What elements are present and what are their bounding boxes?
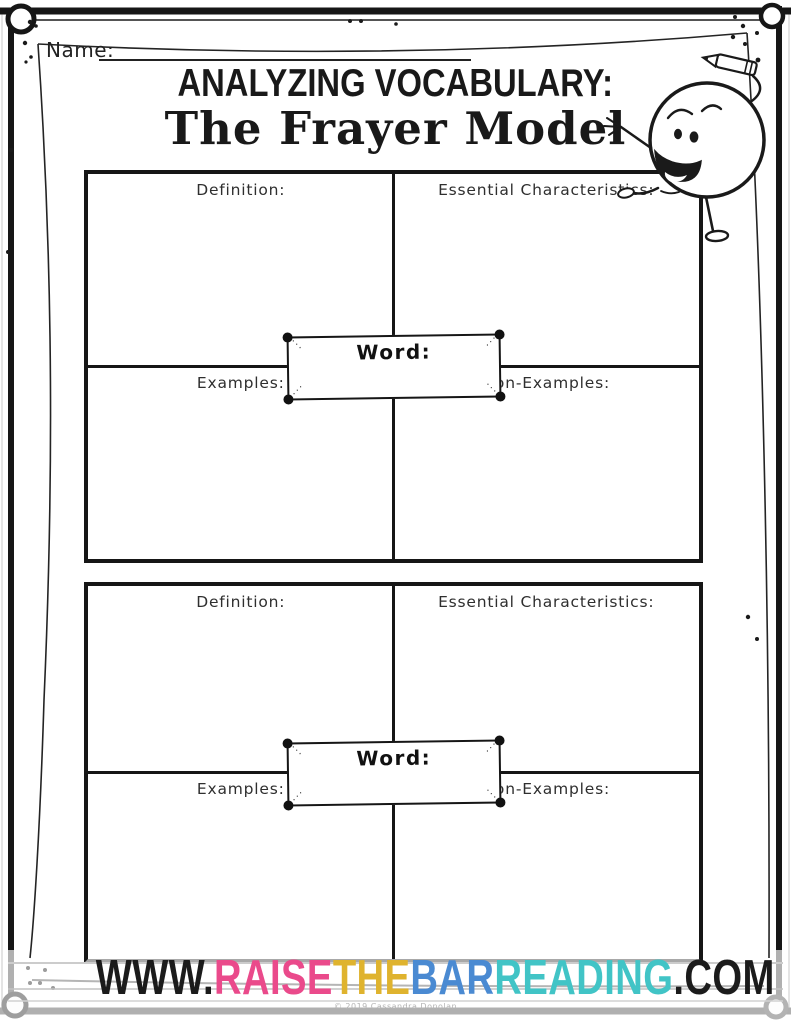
name-fill-in-line[interactable]	[99, 59, 471, 61]
word-box[interactable]: ⋱ ⋰ ⋰ ⋱ Word:	[282, 734, 505, 811]
footer-url-segment-the: THE	[332, 951, 411, 1005]
essential-characteristics-area[interactable]: Essential Characteristics:	[394, 174, 700, 367]
footer-url-segment-www: WWW.	[95, 951, 215, 1005]
word-value[interactable]	[299, 771, 489, 800]
footer-url: WWW.RAISETHEBARREADING.COM	[96, 950, 775, 1006]
non-examples-label: Non-Examples:	[482, 779, 610, 798]
word-box[interactable]: ⋱ ⋰ ⋰ ⋱ Word:	[282, 328, 505, 405]
word-label: Word:	[355, 338, 431, 365]
title-line-2: The Frayer Model	[164, 102, 627, 155]
definition-area[interactable]: Definition:	[88, 174, 394, 367]
examples-area[interactable]: Examples:	[88, 773, 394, 960]
copyright-notice: © 2019 Cassandra Donolan	[333, 1002, 458, 1011]
definition-label: Definition:	[196, 593, 286, 611]
worksheet-title: ANALYZING VOCABULARY: The Frayer Model	[0, 62, 791, 155]
non-examples-area[interactable]: Non-Examples:	[394, 367, 700, 560]
footer-url-segment-com: .COM	[673, 951, 775, 1005]
examples-label: Examples:	[196, 373, 285, 392]
name-value[interactable]	[105, 38, 465, 58]
non-examples-area[interactable]: Non-Examples:	[394, 773, 700, 960]
footer-website: WWW.RAISETHEBARREADING.COM	[0, 950, 791, 1006]
definition-label: Definition:	[196, 181, 286, 199]
examples-area[interactable]: Examples:	[88, 367, 394, 560]
essential-characteristics-label: Essential Characteristics:	[438, 593, 655, 611]
footer-url-segment-bar: BAR	[410, 951, 495, 1005]
word-label: Word:	[355, 744, 431, 771]
essential-characteristics-label: Essential Characteristics:	[438, 181, 655, 199]
footer-url-segment-raise: RAISE	[214, 951, 333, 1005]
examples-label: Examples:	[196, 779, 285, 798]
non-examples-label: Non-Examples:	[482, 373, 610, 392]
corner-circle-ornament	[5, 3, 37, 35]
definition-area[interactable]: Definition:	[88, 586, 394, 773]
frayer-grid-2: Definition: Essential Characteristics: E…	[84, 582, 703, 963]
word-value[interactable]	[299, 365, 489, 394]
title-line-1: ANALYZING VOCABULARY:	[177, 62, 614, 105]
footer-url-segment-reading: READING	[494, 951, 674, 1005]
frayer-grid-1: Definition: Essential Characteristics: E…	[84, 170, 703, 563]
essential-characteristics-area[interactable]: Essential Characteristics:	[394, 586, 700, 773]
